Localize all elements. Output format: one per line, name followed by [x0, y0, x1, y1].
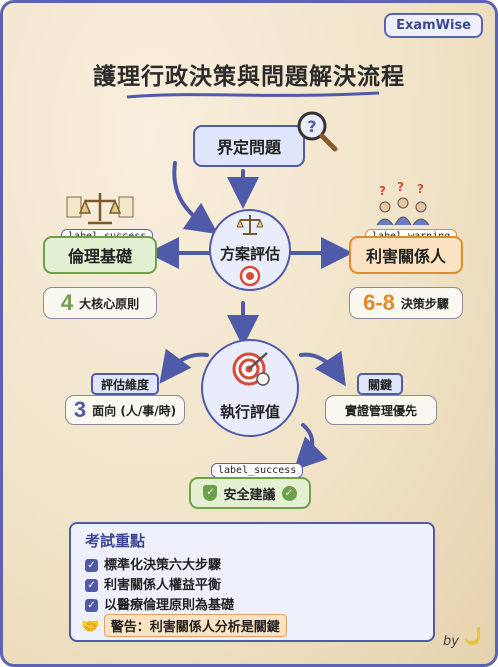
warning-text: 警告：利害關係人分析是關鍵 — [103, 614, 287, 637]
checkbox-icon: ✓ — [85, 559, 98, 572]
node-ethics: 倫理基礎 — [43, 236, 157, 274]
checkbox-icon: ✓ — [85, 579, 98, 592]
ethics-fact-text: 大核心原則 — [79, 296, 140, 311]
key-points-panel: 考試重點 ✓ 標準化決策六大步驟 ✓ 利害關係人權益平衡 ✓ 以醫療倫理原則為基礎 🤝… — [69, 522, 435, 642]
check-shield-icon: ✓ — [203, 485, 218, 501]
key-card: 實證管理優先 — [325, 395, 437, 425]
stake-fact-card: 6-8 決策步驟 — [349, 287, 463, 319]
node-execute-label: 執行評值 — [219, 403, 280, 421]
dimensions-number: 3 — [73, 397, 87, 422]
check-circle-icon: ✓ — [281, 485, 297, 501]
svg-text:?: ? — [397, 181, 404, 194]
stake-fact-number: 6-8 — [363, 290, 395, 315]
key-title: 關鍵 — [367, 377, 392, 392]
handshake-icon: 🤝 — [81, 616, 100, 635]
warning-row: 🤝 警告：利害關係人分析是關鍵 — [81, 614, 287, 637]
node-options-label: 方案評估 — [219, 245, 280, 263]
node-stakeholders: 利害關係人 — [349, 236, 463, 274]
ethics-fact-number: 4 — [60, 290, 74, 315]
dimensions-title: 評估維度 — [100, 377, 149, 392]
scales-icon — [66, 193, 134, 225]
node-ethics-label: 倫理基礎 — [67, 247, 132, 266]
safety-box: ✓ 安全建議 ✓ — [189, 477, 311, 509]
node-define-problem: 界定問題 — [193, 125, 305, 167]
signature: by — [443, 627, 481, 649]
stake-fact-text: 決策步驟 — [400, 296, 449, 311]
ethics-fact-card: 4 大核心原則 — [43, 287, 157, 319]
scales-small-icon — [237, 215, 263, 235]
target-icon — [232, 352, 270, 386]
key-text: 實證管理優先 — [344, 403, 417, 418]
brand-badge: ExamWise — [384, 13, 483, 38]
flow-arrows — [147, 161, 353, 471]
dimensions-text: 面向 (人/事/時) — [92, 403, 177, 418]
page-title: 護理行政決策與問題解決流程 — [93, 64, 405, 90]
target-small-icon — [239, 265, 261, 287]
safety-tag: label_success — [211, 463, 304, 478]
safety-label: 安全建議 — [223, 487, 276, 503]
title-underline — [126, 91, 380, 99]
svg-text:?: ? — [417, 182, 424, 196]
key-points-title: 考試重點 — [85, 532, 146, 550]
dimensions-title-box: 評估維度 — [91, 373, 159, 395]
key-point-text: 以醫療倫理原則為基礎 — [104, 598, 235, 613]
people-question-icon: ? ? ? — [376, 181, 430, 226]
signature-text: by — [443, 634, 459, 649]
svg-text:?: ? — [307, 117, 316, 136]
magnifier-question-icon: ? — [297, 111, 338, 152]
banana-icon — [465, 627, 481, 645]
key-point-text: 標準化決策六大步驟 — [104, 558, 222, 573]
key-title-box: 關鍵 — [357, 373, 403, 395]
key-point-text: 利害關係人權益平衡 — [104, 578, 222, 593]
key-point-item: ✓ 以醫療倫理原則為基礎 — [85, 594, 234, 614]
key-point-item: ✓ 標準化決策六大步驟 — [85, 554, 221, 574]
dimensions-card: 3 面向 (人/事/時) — [65, 395, 185, 425]
checkbox-icon: ✓ — [85, 599, 98, 612]
key-point-item: ✓ 利害關係人權益平衡 — [85, 574, 221, 594]
node-stakeholders-label: 利害關係人 — [365, 247, 446, 266]
svg-text:?: ? — [379, 184, 386, 198]
node-define-label: 界定問題 — [216, 138, 281, 157]
